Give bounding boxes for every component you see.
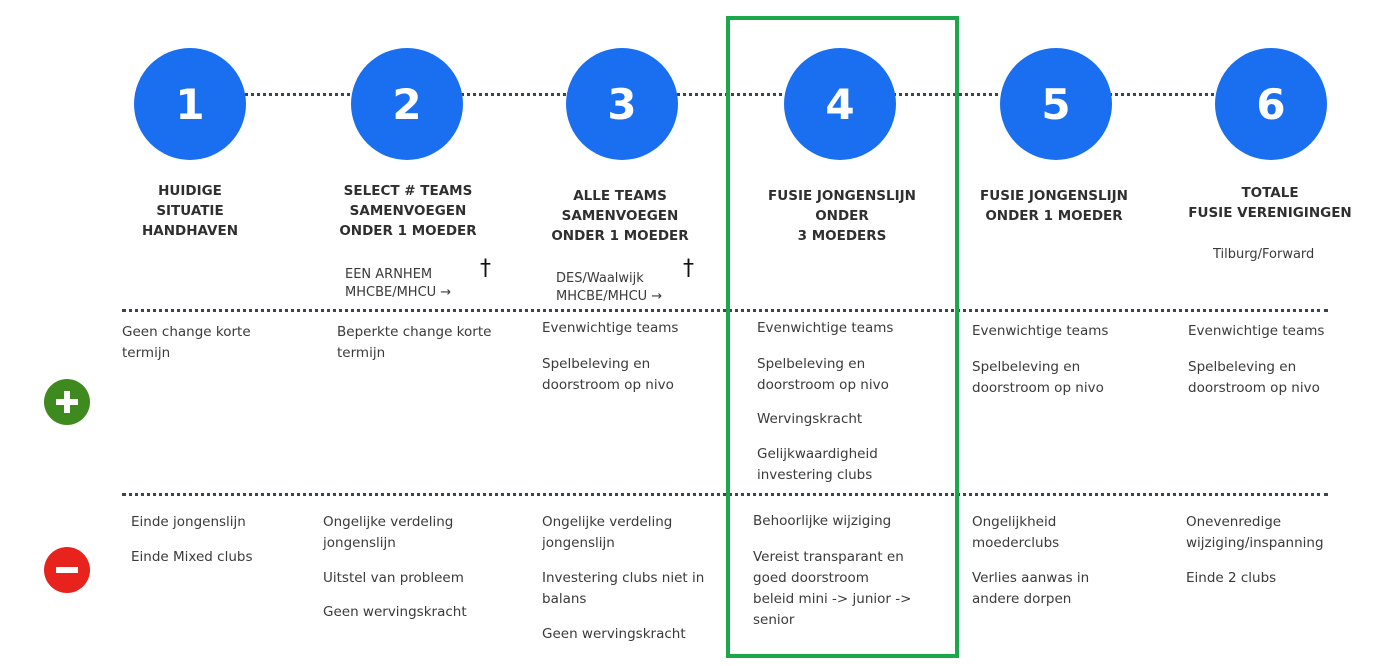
step-heading-4: FUSIE JONGENSLIJN ONDER 3 MOEDERS <box>768 188 916 244</box>
minus-circle-icon <box>44 547 90 593</box>
pro-item: Gelijkwaardigheid investering clubs <box>757 446 878 483</box>
pro-item: Spelbeleving en doorstroom op nivo <box>1188 359 1320 396</box>
cross-icon: † <box>480 256 491 281</box>
step-heading-5: FUSIE JONGENSLIJN ONDER 1 MOEDER <box>980 188 1128 224</box>
pro-item: Beperkte change korte termijn <box>337 324 492 361</box>
step-heading-2: SELECT # TEAMS SAMENVOEGEN ONDER 1 MOEDE… <box>339 183 477 239</box>
con-item: Einde jongenslijn <box>131 514 246 530</box>
con-item: Investering clubs niet in balans <box>542 570 705 607</box>
step-circle-2: 2 <box>351 48 463 160</box>
cross-icon: † <box>683 256 694 281</box>
step-note-6: Tilburg/Forward <box>1213 247 1315 262</box>
pro-item: Spelbeleving en doorstroom op nivo <box>972 359 1104 396</box>
pro-item: Evenwichtige teams <box>542 320 679 336</box>
con-item: Geen wervingskracht <box>323 604 467 620</box>
step-circle-4: 4 <box>784 48 896 160</box>
pro-item: Evenwichtige teams <box>972 323 1109 339</box>
con-item: Verlies aanwas in andere dorpen <box>972 570 1090 607</box>
step-note-3: DES/Waalwijk MHCBE/MHCU → <box>556 271 663 304</box>
con-item: Onevenredige wijziging/inspanning <box>1186 514 1324 551</box>
step-circle-6: 6 <box>1215 48 1327 160</box>
pro-item: Spelbeleving en doorstroom op nivo <box>542 356 674 393</box>
con-item: Ongelijke verdeling jongenslijn <box>542 514 673 551</box>
step-circle-1: 1 <box>134 48 246 160</box>
pros-separator <box>122 309 1328 312</box>
step-heading-6: TOTALE FUSIE VERENIGINGEN <box>1188 185 1352 221</box>
pro-item: Evenwichtige teams <box>1188 323 1325 339</box>
con-item: Ongelijkheid moederclubs <box>972 514 1060 551</box>
pro-item: Geen change korte termijn <box>122 324 251 361</box>
con-item: Ongelijke verdeling jongenslijn <box>323 514 454 551</box>
step-note-2: EEN ARNHEM MHCBE/MHCU → <box>345 267 452 300</box>
cons-separator <box>122 493 1328 496</box>
step-circle-5: 5 <box>1000 48 1112 160</box>
timeline-connector <box>190 93 1270 96</box>
con-item: Geen wervingskracht <box>542 626 686 642</box>
con-item: Vereist transparant en goed doorstroom b… <box>753 549 912 628</box>
step-circle-3: 3 <box>566 48 678 160</box>
step-heading-1: HUIDIGE SITUATIE HANDHAVEN <box>141 183 239 239</box>
pro-item: Wervingskracht <box>757 411 863 427</box>
con-item: Behoorlijke wijziging <box>753 513 892 529</box>
step-heading-3: ALLE TEAMS SAMENVOEGEN ONDER 1 MOEDER <box>551 188 689 244</box>
con-item: Einde 2 clubs <box>1186 570 1277 586</box>
highlight-frame <box>726 16 959 658</box>
pro-item: Evenwichtige teams <box>757 320 894 336</box>
con-item: Uitstel van probleem <box>323 570 464 586</box>
plus-circle-icon <box>44 379 90 425</box>
con-item: Einde Mixed clubs <box>131 549 253 565</box>
pro-item: Spelbeleving en doorstroom op nivo <box>757 356 889 393</box>
